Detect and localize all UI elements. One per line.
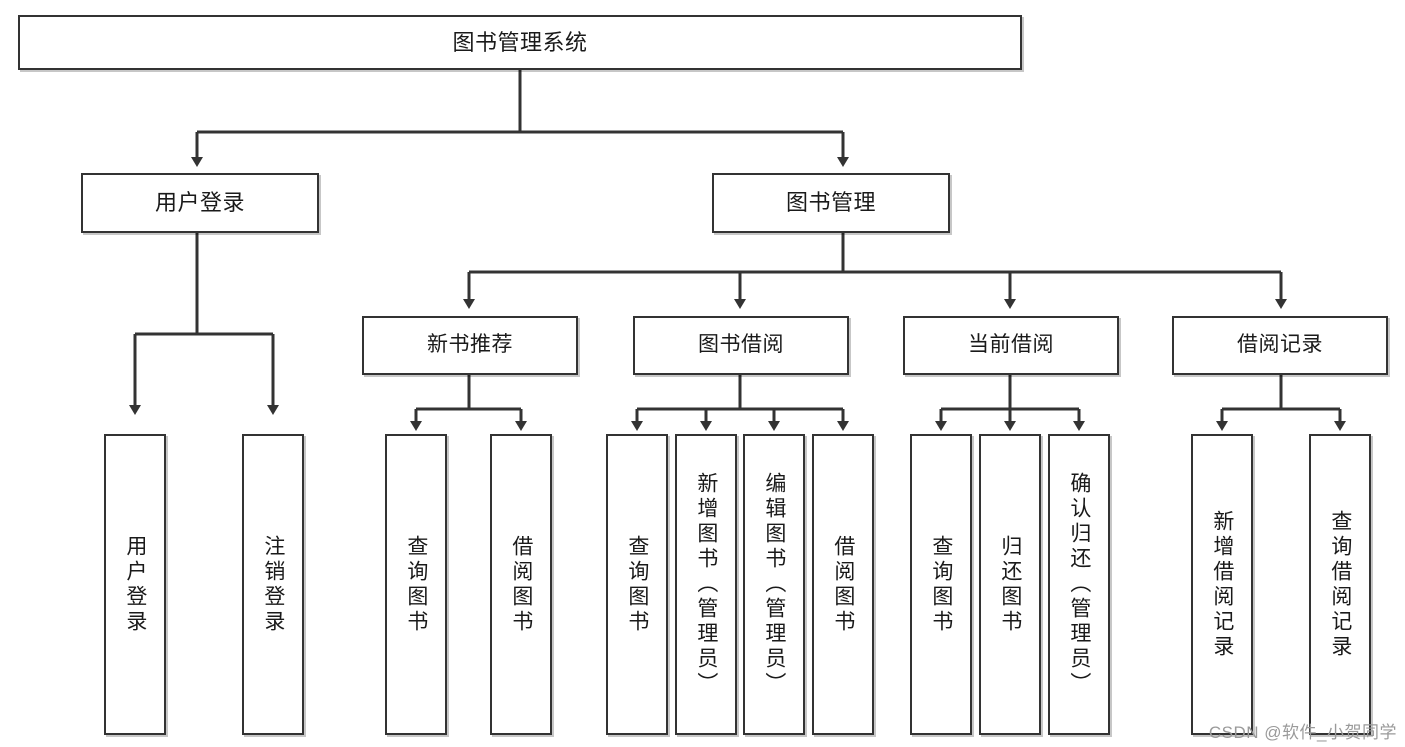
csdn-watermark: CSDN @软件_小贺同学 xyxy=(1208,723,1397,742)
node-label: 注销登录 xyxy=(261,534,285,635)
node-leaf-current-return-book[interactable]: 归还图书 xyxy=(979,434,1041,735)
node-leaf-borrow-query-book[interactable]: 查询图书 xyxy=(606,434,668,735)
node-leaf-recommend-borrow-book[interactable]: 借阅图书 xyxy=(490,434,552,735)
node-leaf-recommend-query-book[interactable]: 查询图书 xyxy=(385,434,447,735)
node-label: 图书管理 xyxy=(785,190,876,216)
node-label: 查询借阅记录 xyxy=(1328,509,1352,660)
node-leaf-record-add-record[interactable]: 新增借阅记录 xyxy=(1191,434,1253,735)
node-leaf-borrow-edit-book[interactable]: 编辑图书（管理员） xyxy=(743,434,805,735)
node-borrow-record[interactable]: 借阅记录 xyxy=(1172,316,1388,375)
node-leaf-record-query-record[interactable]: 查询借阅记录 xyxy=(1309,434,1371,735)
node-current-borrow[interactable]: 当前借阅 xyxy=(903,316,1119,375)
node-leaf-borrow-borrow-book[interactable]: 借阅图书 xyxy=(812,434,874,735)
node-label: 借阅记录 xyxy=(1237,333,1323,357)
node-label: 借阅图书 xyxy=(831,534,855,635)
node-label: 新增借阅记录 xyxy=(1210,509,1234,660)
node-leaf-current-query-book[interactable]: 查询图书 xyxy=(910,434,972,735)
node-label: 查询图书 xyxy=(404,534,428,635)
node-label: 图书管理系统 xyxy=(452,29,588,55)
node-label: 新书推荐 xyxy=(427,333,513,357)
node-book-management[interactable]: 图书管理 xyxy=(712,173,950,233)
node-book-borrow[interactable]: 图书借阅 xyxy=(633,316,849,375)
node-label: 确认归还（管理员） xyxy=(1067,472,1091,697)
node-user-login[interactable]: 用户登录 xyxy=(81,173,319,233)
node-label: 借阅图书 xyxy=(509,534,533,635)
node-leaf-current-confirm-return[interactable]: 确认归还（管理员） xyxy=(1048,434,1110,735)
node-new-book-recommend[interactable]: 新书推荐 xyxy=(362,316,578,375)
node-label: 编辑图书（管理员） xyxy=(762,472,786,697)
node-label: 查询图书 xyxy=(929,534,953,635)
node-leaf-user-login-login[interactable]: 用户登录 xyxy=(104,434,166,735)
node-leaf-user-login-logout[interactable]: 注销登录 xyxy=(242,434,304,735)
node-label: 查询图书 xyxy=(625,534,649,635)
node-label: 归还图书 xyxy=(998,534,1022,635)
node-label: 图书借阅 xyxy=(698,333,784,357)
node-leaf-borrow-add-book[interactable]: 新增图书（管理员） xyxy=(675,434,737,735)
node-root-system[interactable]: 图书管理系统 xyxy=(18,15,1022,70)
node-label: 用户登录 xyxy=(154,190,245,216)
node-label: 当前借阅 xyxy=(968,333,1054,357)
node-label: 用户登录 xyxy=(123,534,147,635)
node-label: 新增图书（管理员） xyxy=(694,472,718,697)
